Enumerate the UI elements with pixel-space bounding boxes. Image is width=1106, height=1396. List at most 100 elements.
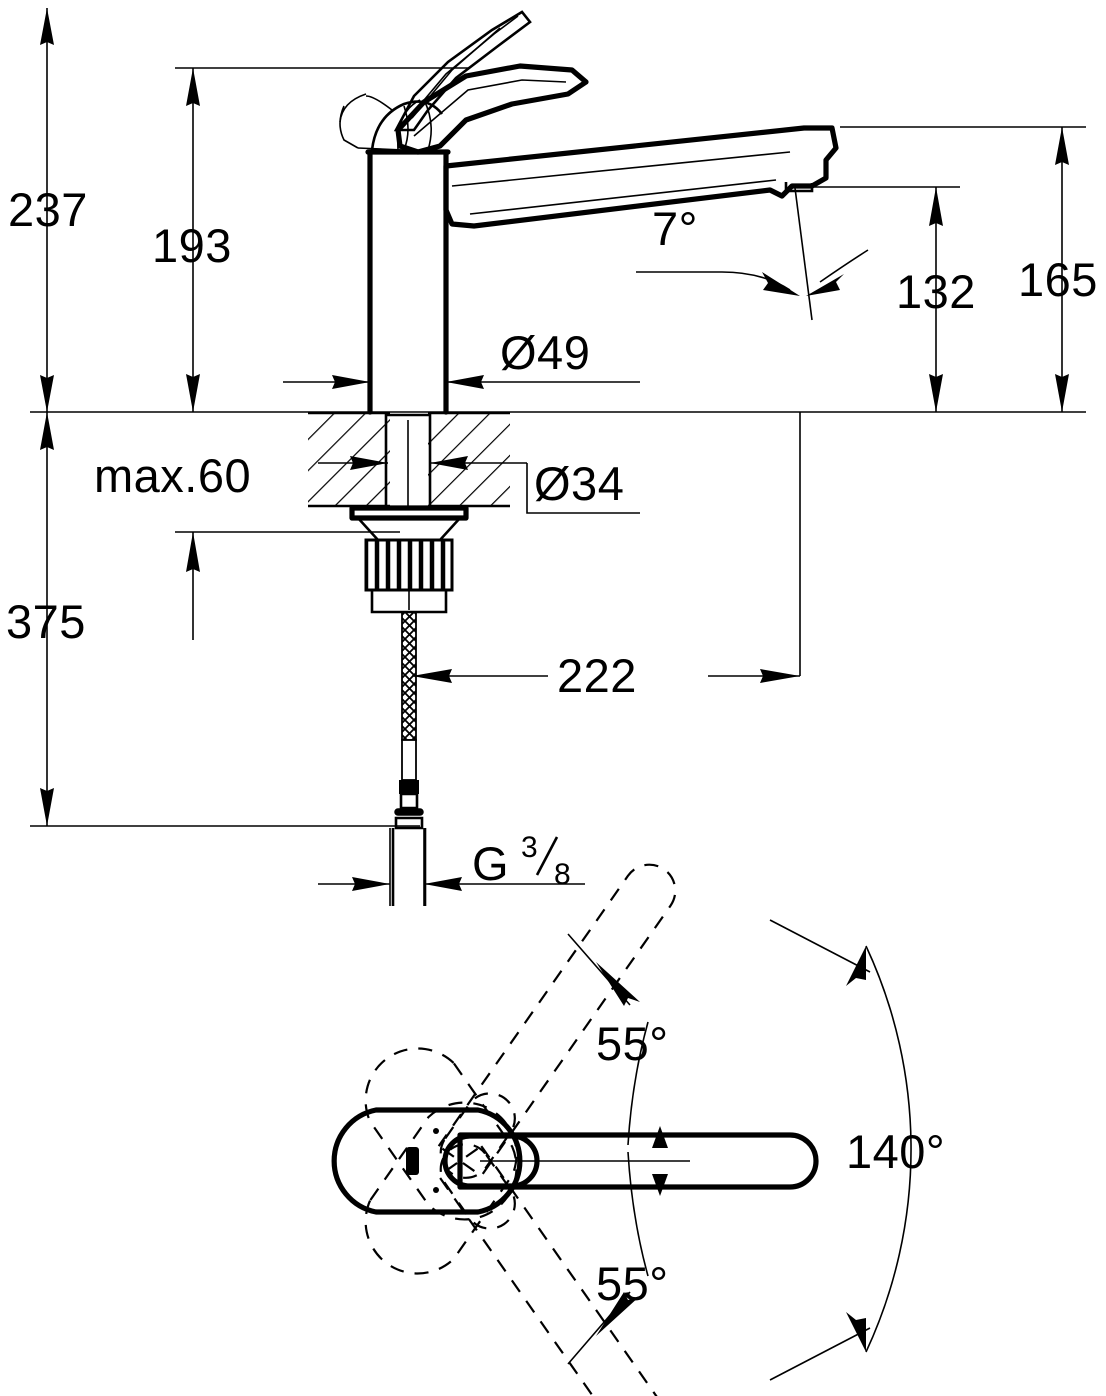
dim-label-222-bg [548,644,708,700]
plan-spout-outline [457,1132,819,1190]
counter-hatch-left [308,413,390,506]
plan-lever-phantom-down [439,1143,516,1230]
leader-line-d34 [526,463,640,514]
arrowhead-g38-right [424,877,462,891]
reference-lines [30,67,1086,827]
plan-body-phantom-lower [364,1047,518,1230]
plan-dot-lower [433,1187,439,1193]
arrowhead-max60 [186,532,200,572]
dim-label-140deg: 140° [846,1125,945,1178]
dimension-angle-7: 7° [636,187,869,321]
fixing-nut [364,538,454,614]
dim-label-7deg: 7° [652,202,698,255]
tap-shank [384,413,432,506]
dim-label-55deg-upper: 55° [596,1017,669,1070]
arrowhead-7deg-left [762,272,800,296]
plan-spout-phantom-upper [437,863,677,1178]
dim-label-140-bg [842,1120,870,1190]
arc-7deg-right [819,249,869,283]
dimension-max60: max.60 [94,449,251,640]
arrowhead-237-top [40,8,54,45]
spout-arm [443,125,839,229]
dimension-132: 132 [896,187,976,412]
arrowhead-222-left [412,669,452,683]
counter-hatch-right [428,413,510,506]
arrowhead-d49-left [332,375,370,389]
spout-inner-line-upper [451,151,791,187]
body-outline [367,149,449,415]
hose-thread-tail [391,828,427,906]
arc-140deg [865,945,912,1353]
arrowhead-55-lower [596,1292,640,1336]
mounting-washer [349,505,469,542]
arrowhead-375-bottom [40,788,54,826]
hose-braid-upper [401,611,417,741]
plan-view: 140° 55° 55° [331,863,945,1396]
leader-140deg-bottom [769,1327,871,1381]
arrowhead-193-bottom [186,374,200,412]
lever-handle-phantom [339,10,532,151]
side-elevation-view: 237 193 375 max.60 165 [6,8,1098,906]
spout-outline [443,125,839,229]
hose-ferrule [399,780,419,794]
aerator-outlet [784,182,814,193]
dim-label-193: 193 [152,219,232,272]
arrowhead-140deg-top [846,946,866,986]
dim-label-g38-numerator: 3 [521,831,538,864]
flex-hose [391,611,427,906]
handle-phantom-up-1 [393,10,532,132]
dimension-d49: Ø49 [283,320,640,412]
dim-label-222: 222 [557,649,637,702]
hose-plain [401,739,417,781]
dim-label-max60: max.60 [94,449,251,502]
dimension-165: 165 [1018,127,1098,412]
dim-label-g38-letter: G [472,837,509,890]
fraction-bar-g38 [535,836,559,876]
plan-indicator-mark [406,1147,419,1175]
lever-handle [370,63,589,155]
arc-55-upper-inner [627,1021,649,1146]
arrowhead-55-upper [596,962,640,1006]
handle-phantom-left-arc [339,105,359,149]
arrowhead-132-bottom [929,374,943,412]
handle-phantom-vert-arc [403,105,409,151]
arrowhead-132-top [929,187,943,226]
dim-label-g38-denominator: 8 [554,858,571,891]
leader-140deg-top [769,919,871,973]
shank-outline [384,413,432,506]
arrowhead-165-bottom [1055,374,1069,412]
dimension-193: 193 [152,68,232,412]
washer-plate [349,505,469,521]
plan-body-phantom-upper [364,1092,518,1275]
arrowhead-375-top [40,412,54,450]
tap-body [365,149,451,415]
arrowhead-222-right [760,669,800,683]
dim-label-d34: Ø34 [534,457,624,510]
dim-label-375: 375 [6,595,86,648]
arrowhead-193-top [186,68,200,106]
dim-label-165: 165 [1018,253,1098,306]
plan-dot-upper [433,1128,439,1134]
axis-line-spout-tilt [794,187,813,321]
hose-end-fitting [394,816,424,830]
arrowhead-g38-left [352,877,390,891]
hose-nut-upper [399,792,419,810]
dim-label-55deg-lower: 55° [596,1257,669,1310]
handle-phantom-left-arc2 [339,93,367,123]
plan-spout-phantom-up-path [437,863,677,1178]
dim-label-d49: Ø49 [500,326,590,379]
plan-lever-outline [442,1133,540,1189]
dimension-55deg-lower: 55° [567,1151,669,1365]
spout-inner-line-lower [469,179,777,215]
handle-phantom-left-arc3 [365,95,393,111]
dim-label-132: 132 [896,265,976,318]
dimension-55deg-upper: 55° [567,933,669,1146]
dim-label-237: 237 [8,183,88,236]
plan-spout-center [457,1132,819,1190]
handle-outline [395,63,589,155]
dimension-375: 375 [6,412,86,826]
arrowhead-d49-right [446,375,484,389]
washer-cone [357,517,461,542]
